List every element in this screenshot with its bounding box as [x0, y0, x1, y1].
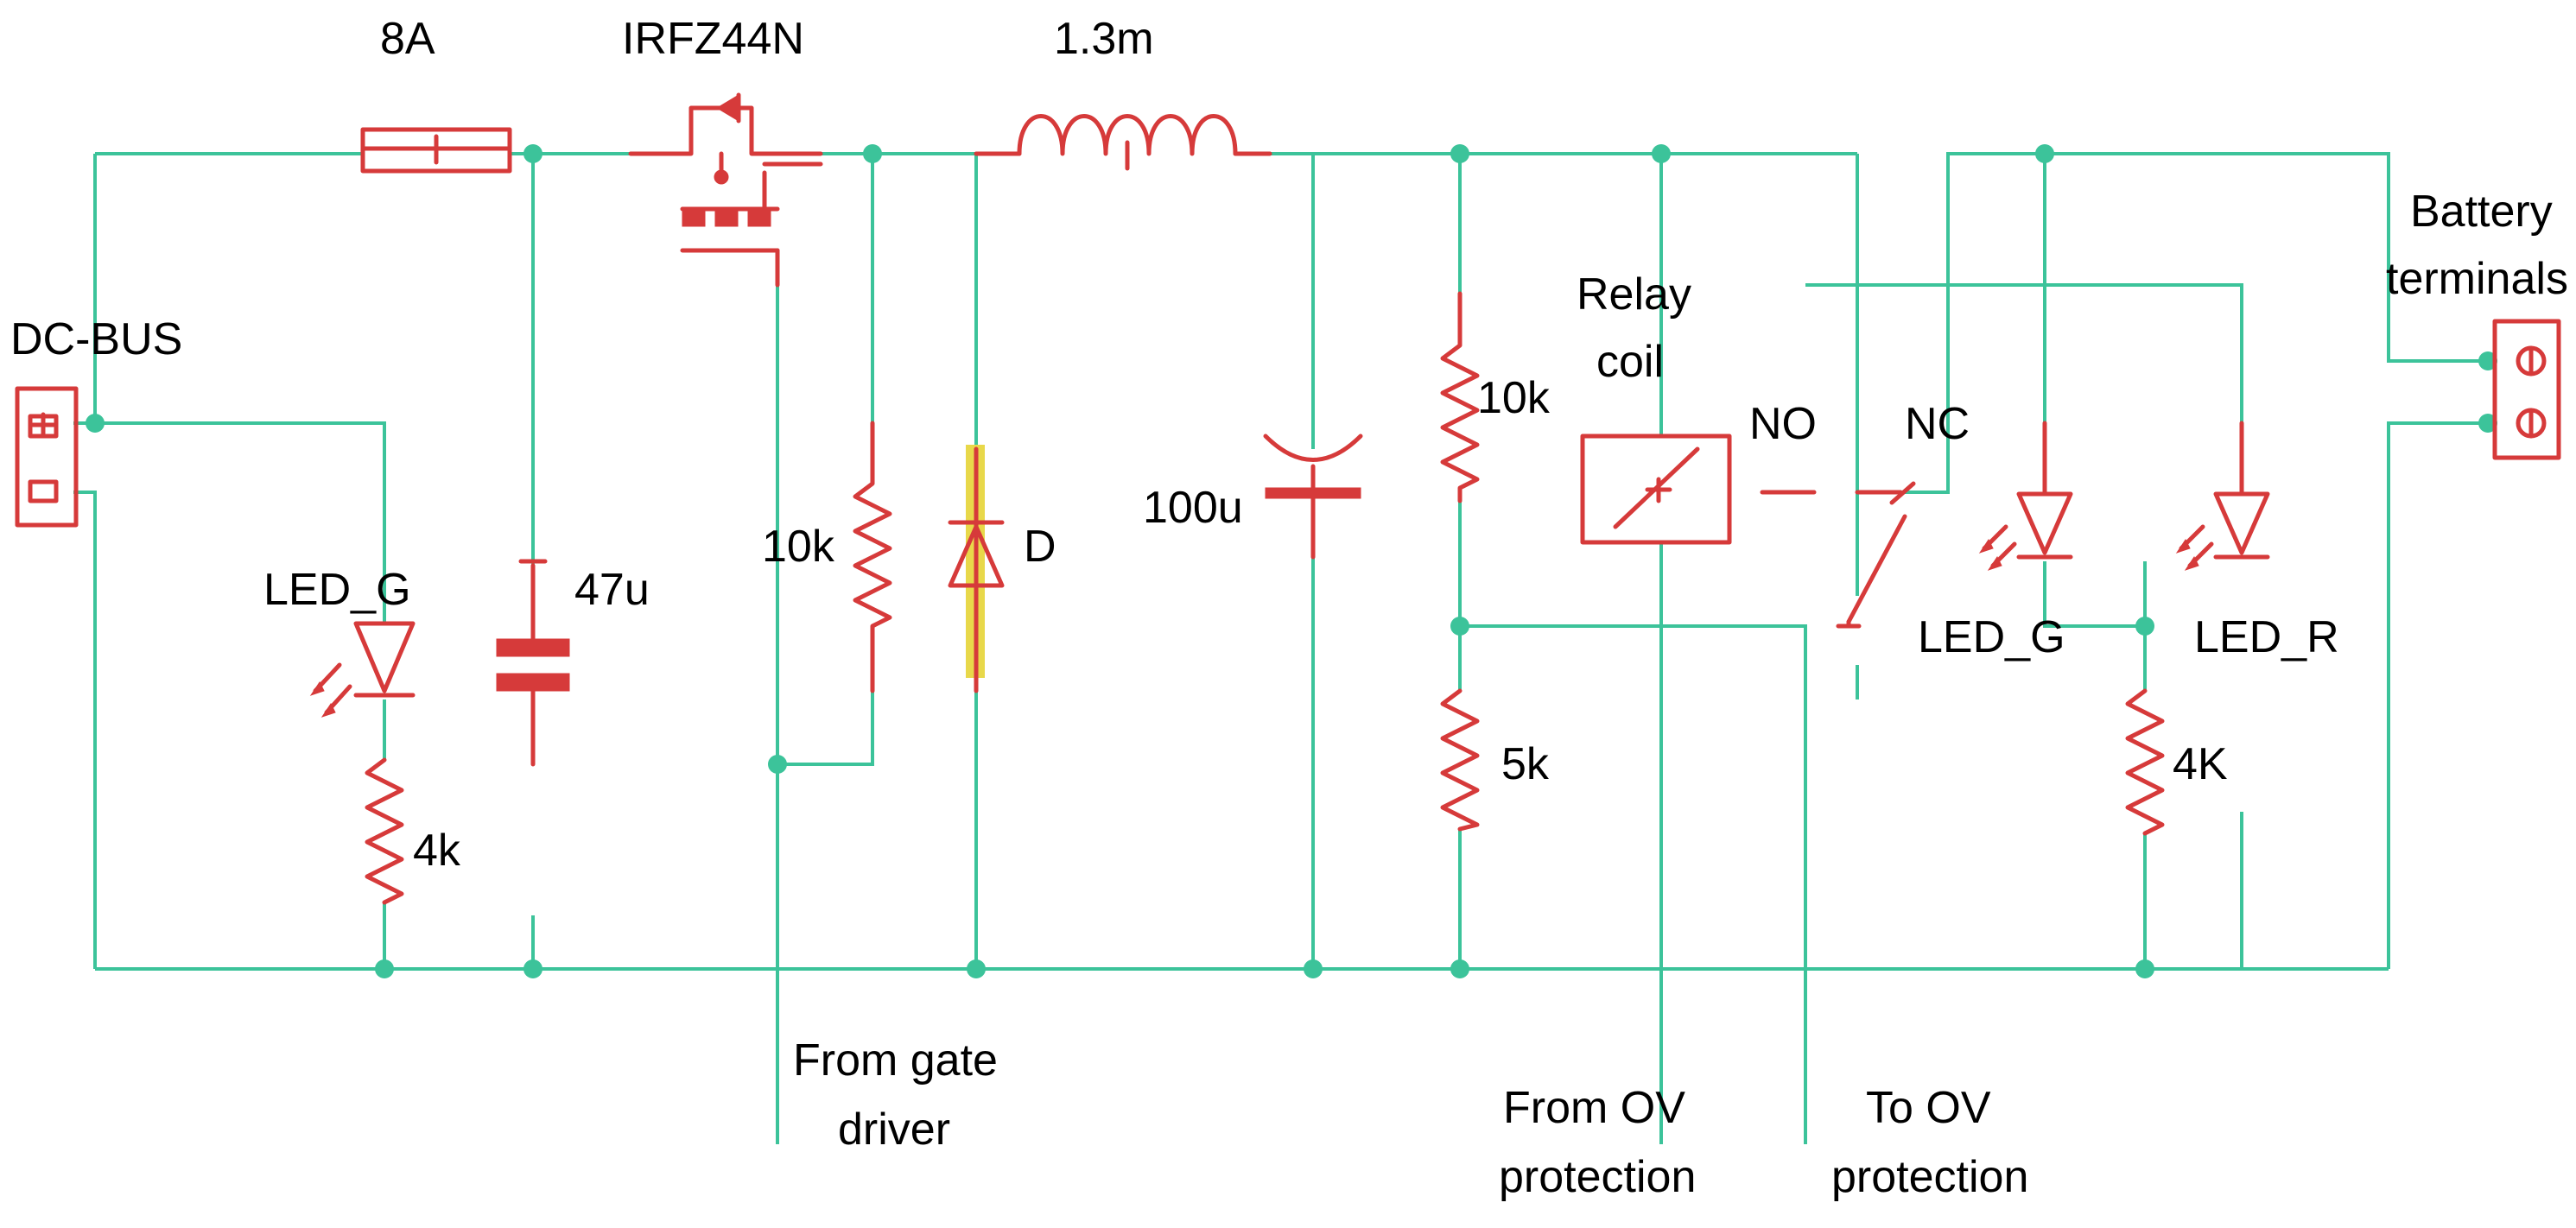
relay-switch-icon — [1760, 481, 1916, 629]
wire-divider-mid — [1460, 624, 1807, 1144]
label-fuse: 8A — [380, 14, 435, 64]
capacitor-47u-icon — [496, 559, 570, 767]
junction-node — [1450, 959, 1469, 978]
wire-gate-res — [777, 691, 874, 766]
label-res-10k-gate: 10k — [762, 522, 835, 572]
resistor-5k-icon — [1440, 688, 1480, 832]
junction-node — [2135, 959, 2154, 978]
wire-led-right — [2043, 154, 2147, 969]
resistor-4k-left-icon — [365, 757, 404, 905]
junction-node — [1450, 617, 1469, 636]
label-cap-47u: 47u — [574, 565, 650, 615]
wire-battery-bottom — [2387, 421, 2488, 969]
label-res-10k-divider: 10k — [1477, 373, 1551, 423]
wires — [73, 152, 2488, 1144]
junction-node — [2135, 617, 2154, 636]
led-red-icon — [2175, 421, 2270, 571]
label-nc: NC — [1905, 399, 1970, 449]
label-battery-line2: terminals — [2386, 254, 2568, 304]
fuse-icon — [360, 127, 512, 174]
mosfet-icon — [628, 92, 823, 288]
label-to-ov-line1: To OV — [1866, 1083, 1991, 1133]
led-green-left-icon — [309, 621, 416, 718]
capacitor-100u-icon — [1263, 434, 1363, 560]
wire-relay-nc — [1900, 152, 2479, 494]
label-led-g-left: LED_G — [263, 565, 411, 615]
wire-led-left-feed — [73, 421, 386, 622]
led-green-right-icon — [1978, 421, 2073, 571]
junction-node — [86, 414, 105, 433]
label-from-ov-line1: From OV — [1503, 1083, 1685, 1133]
labels: 8A IRFZ44N 1.3m DC-BUS Battery terminals… — [10, 14, 2568, 1202]
junction-node — [1304, 959, 1323, 978]
junction-node — [2035, 144, 2054, 163]
diode-icon — [948, 445, 1005, 693]
label-led-r: LED_R — [2194, 612, 2339, 662]
label-mosfet: IRFZ44N — [622, 14, 804, 64]
label-from-gate-line1: From gate — [793, 1035, 998, 1086]
label-inductor: 1.3m — [1054, 14, 1154, 64]
junction-node — [768, 755, 787, 774]
wire-relay-no — [1805, 283, 2243, 969]
label-dc-bus: DC-BUS — [10, 314, 182, 364]
junction-node — [967, 959, 986, 978]
wire-dcbus-bottom — [73, 491, 97, 969]
inductor-icon — [974, 114, 1272, 171]
label-cap-100u: 100u — [1143, 483, 1243, 533]
junction-nodes — [86, 144, 2497, 978]
junction-node — [375, 959, 394, 978]
battery-connector-icon — [2492, 319, 2561, 460]
label-led-g-right: LED_G — [1918, 612, 2065, 662]
junction-node — [523, 959, 542, 978]
label-diode: D — [1024, 522, 1056, 572]
label-relay-line1: Relay — [1577, 269, 1691, 320]
junction-node — [523, 144, 542, 163]
dc-bus-connector-icon — [15, 386, 79, 528]
label-res-4k-right: 4K — [2173, 739, 2228, 789]
resistor-10k-divider-icon — [1440, 291, 1480, 503]
junction-node — [863, 144, 882, 163]
label-from-gate-line2: driver — [838, 1105, 950, 1155]
label-to-ov-line2: protection — [1831, 1152, 2028, 1202]
label-relay-line2: coil — [1596, 337, 1664, 387]
resistor-10k-gate-icon — [853, 421, 892, 693]
relay-coil-icon — [1580, 434, 1732, 545]
label-battery-line1: Battery — [2410, 187, 2553, 237]
label-no: NO — [1749, 399, 1817, 449]
label-res-4k-left: 4k — [413, 826, 461, 876]
resistor-4k-right-icon — [2125, 688, 2165, 836]
junction-node — [1652, 144, 1671, 163]
junction-node — [1450, 144, 1469, 163]
label-res-5k: 5k — [1501, 739, 1550, 789]
label-from-ov-line2: protection — [1499, 1152, 1696, 1202]
